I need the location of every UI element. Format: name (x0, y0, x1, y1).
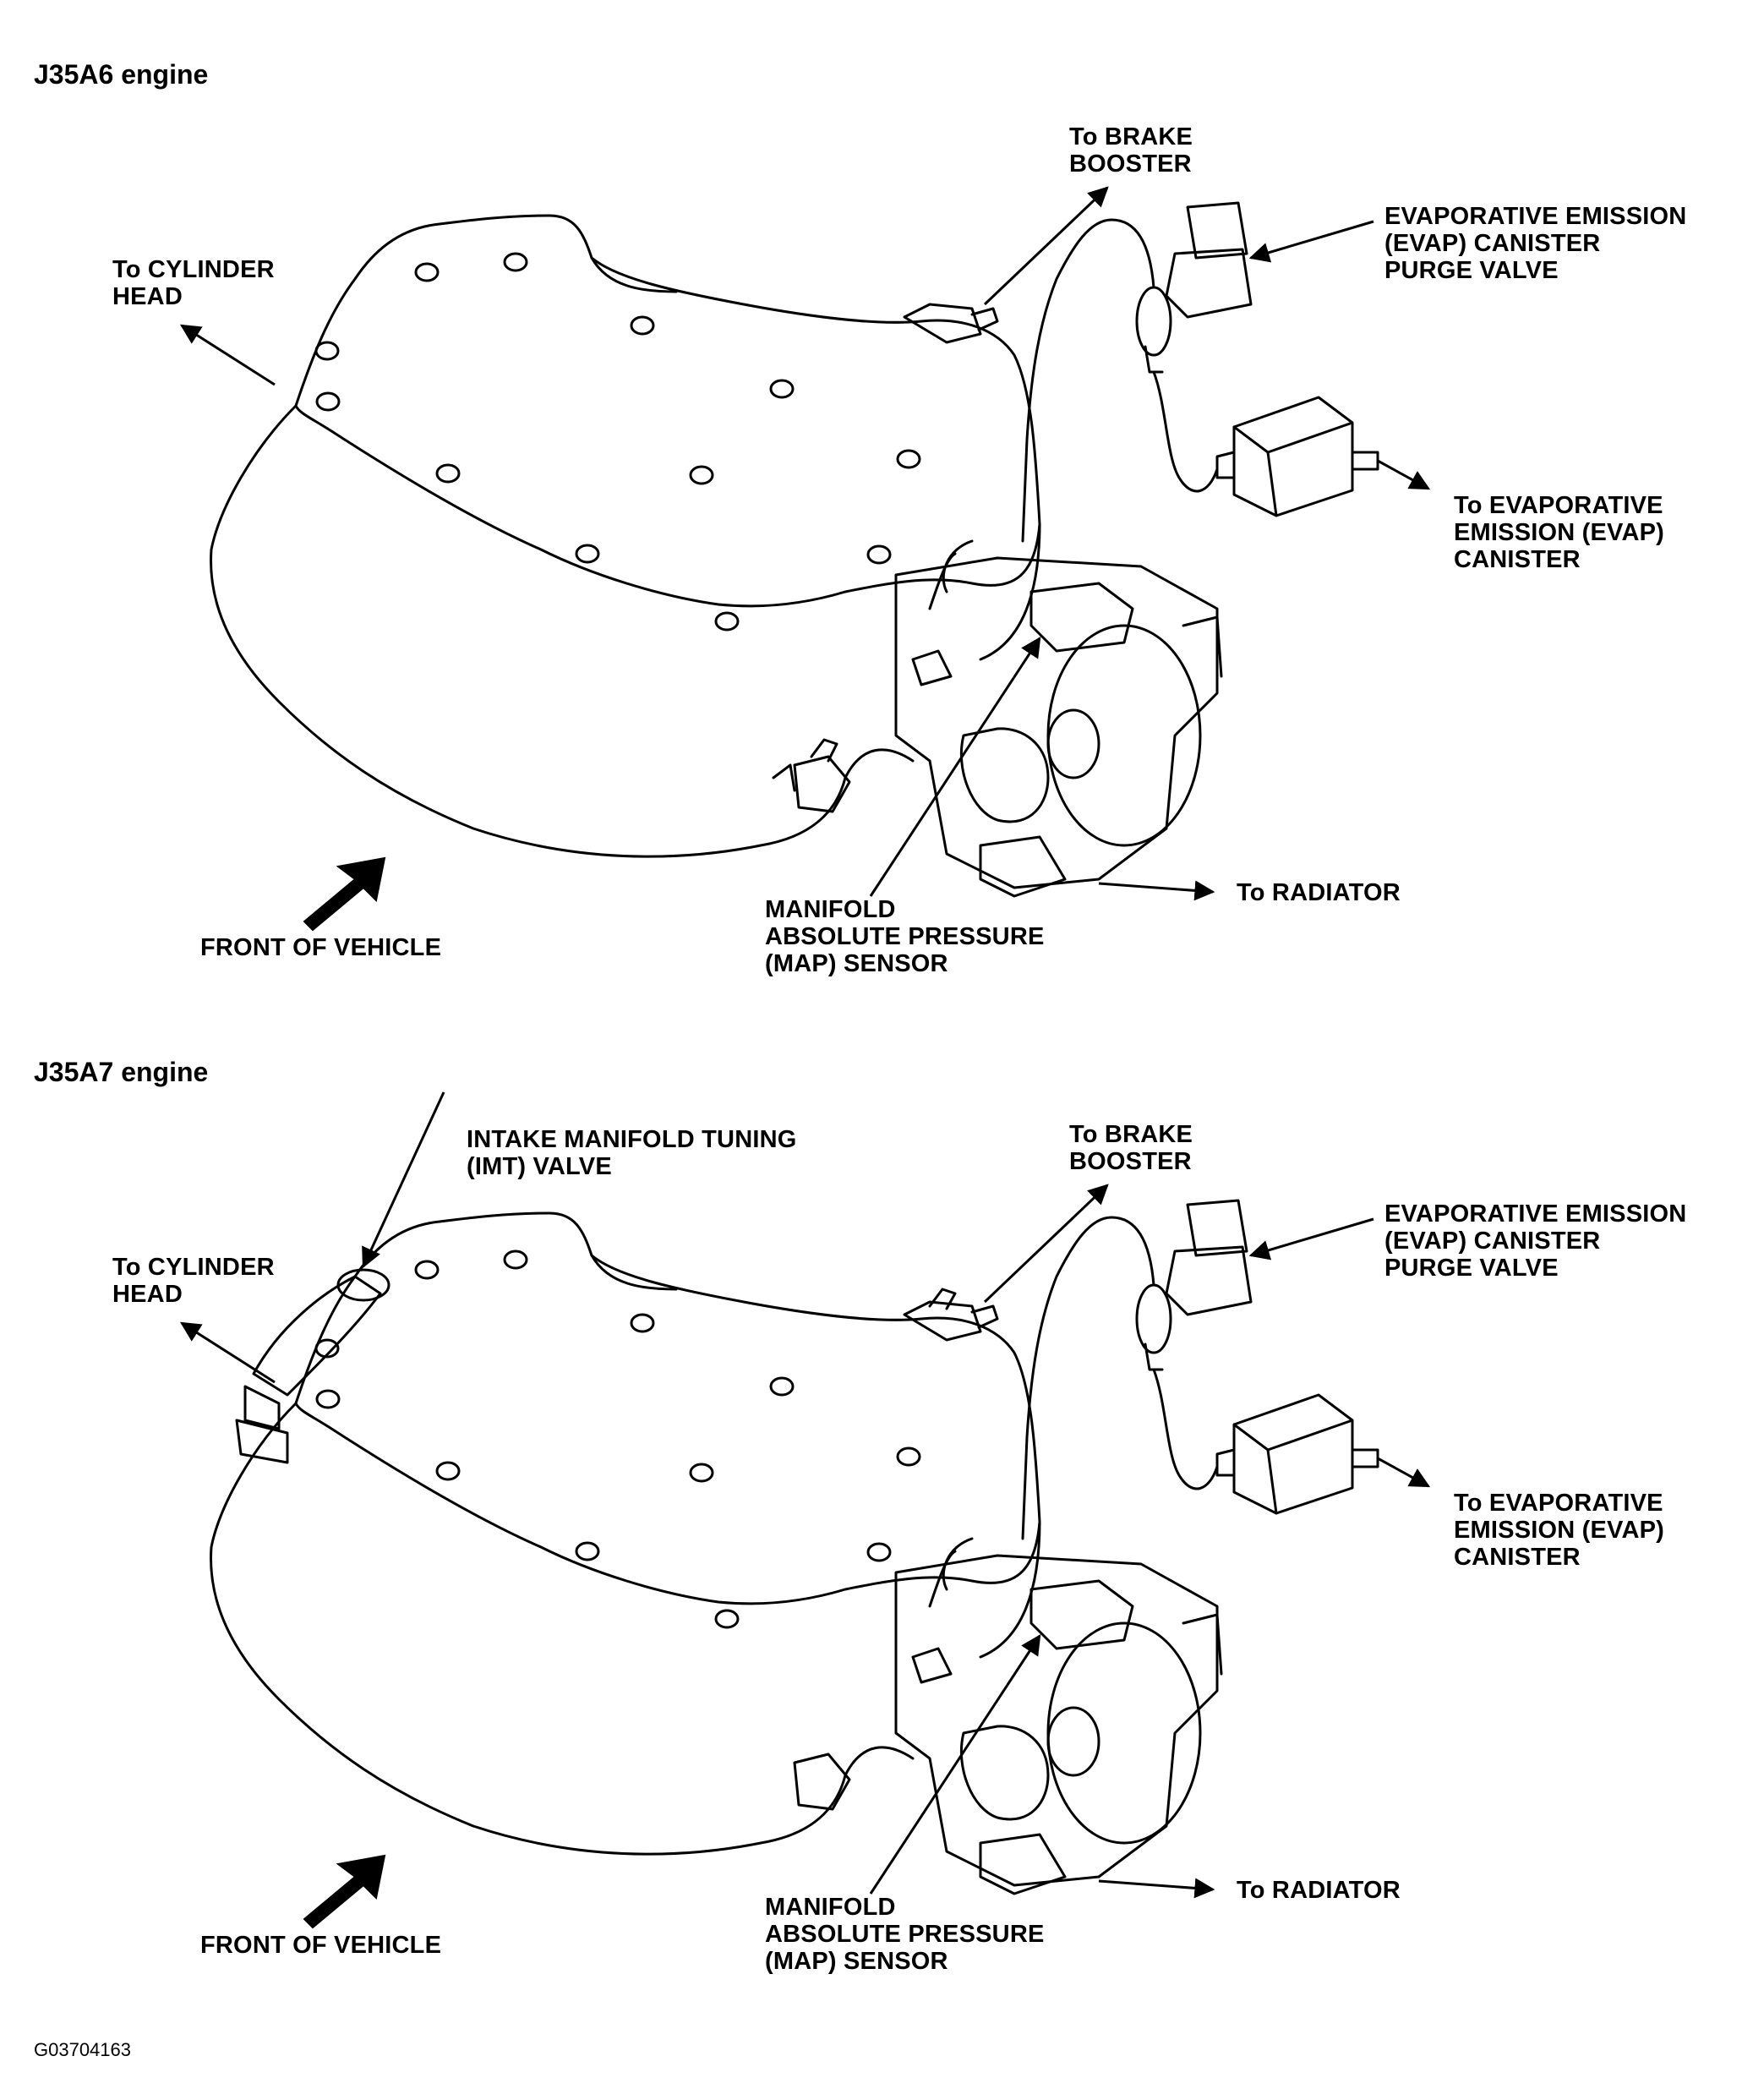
label-evap-purge-valve: EVAPORATIVE EMISSION (EVAP) CANISTER PUR… (1384, 203, 1687, 284)
arrow-to-brake-booster (983, 1184, 1109, 1304)
label-to-cylinder-head: To CYLINDER HEAD (112, 256, 275, 310)
arrow-to-evap-canister (1377, 1457, 1431, 1488)
brake-booster-fitting (903, 303, 982, 344)
label-to-evap-canister: To EVAPORATIVE EMISSION (EVAP) CANISTER (1454, 492, 1664, 573)
engine-heading: J35A7 engine (34, 1057, 209, 1087)
brake-booster-fitting (903, 1300, 982, 1342)
engine-heading: J35A6 engine (34, 59, 209, 90)
manifold-bolts (314, 252, 921, 632)
front-arrow-icon (303, 1854, 386, 1929)
hose-front-tube (928, 552, 957, 610)
hose-purge-to-canister (1152, 370, 1219, 493)
label-to-brake-booster: To BRAKE BOOSTER (1069, 1121, 1193, 1175)
label-imt-valve: INTAKE MANIFOLD TUNING (IMT) VALVE (467, 1126, 797, 1180)
leader-map-sensor (869, 636, 1041, 897)
hose-purge-to-canister (1152, 1368, 1219, 1490)
label-to-cylinder-head: To CYLINDER HEAD (112, 1254, 275, 1308)
evap-canister-body (1215, 396, 1379, 517)
evap-canister-body (1215, 1393, 1379, 1515)
arrow-to-cylinder-head (179, 1321, 276, 1384)
leader-imt-valve (362, 1091, 445, 1269)
label-to-radiator: To RADIATOR (1237, 1877, 1401, 1904)
hose-front-tube (928, 1550, 957, 1608)
label-evap-purge-valve: EVAPORATIVE EMISSION (EVAP) CANISTER PUR… (1384, 1200, 1687, 1282)
throttle-body (894, 1537, 1223, 1895)
arrow-evap-purge-valve (1248, 220, 1374, 263)
hose-purge-to-booster (1021, 218, 1155, 543)
diagram-panel-j35a6: J35A6 engine To CYLINDER HEAD To BRAKE B… (0, 0, 1764, 1014)
throttle-body (894, 539, 1223, 898)
manifold-lower-body (210, 1402, 915, 1856)
manifold-lower-body (210, 404, 915, 858)
label-to-evap-canister: To EVAPORATIVE EMISSION (EVAP) CANISTER (1454, 1490, 1664, 1571)
map-sensor (793, 755, 851, 813)
arrow-to-radiator (1098, 1878, 1215, 1899)
leader-map-sensor (869, 1633, 1041, 1895)
arrow-to-radiator (1098, 880, 1215, 901)
label-front-of-vehicle: FRONT OF VEHICLE (200, 934, 442, 961)
front-arrow-icon (303, 856, 386, 932)
arrow-to-evap-canister (1377, 459, 1431, 490)
map-sensor (793, 1753, 851, 1811)
manifold-bolts (314, 1250, 921, 1629)
label-map-sensor: MANIFOLD ABSOLUTE PRESSURE (MAP) SENSOR (765, 1894, 1045, 1975)
diagram-panel-j35a7: J35A7 engine INTAKE MANIFOLD TUNING (IMT… (0, 998, 1764, 2012)
label-front-of-vehicle: FRONT OF VEHICLE (200, 1932, 442, 1959)
label-to-brake-booster: To BRAKE BOOSTER (1069, 123, 1193, 178)
arrow-to-cylinder-head (179, 324, 276, 386)
figure-id: G03704163 (34, 2039, 131, 2060)
imt-valve (235, 1268, 390, 1464)
arrow-to-brake-booster (983, 186, 1109, 306)
engine-illustration-j35a7 (179, 1091, 1431, 1929)
hose-purge-to-booster (1021, 1216, 1155, 1540)
arrow-evap-purge-valve (1248, 1217, 1374, 1260)
manifold-upper-body (294, 214, 1041, 608)
manifold-upper-body (294, 1211, 1041, 1605)
engine-illustration-j35a6 (179, 186, 1431, 932)
label-map-sensor: MANIFOLD ABSOLUTE PRESSURE (MAP) SENSOR (765, 896, 1045, 977)
label-to-radiator: To RADIATOR (1237, 879, 1401, 906)
